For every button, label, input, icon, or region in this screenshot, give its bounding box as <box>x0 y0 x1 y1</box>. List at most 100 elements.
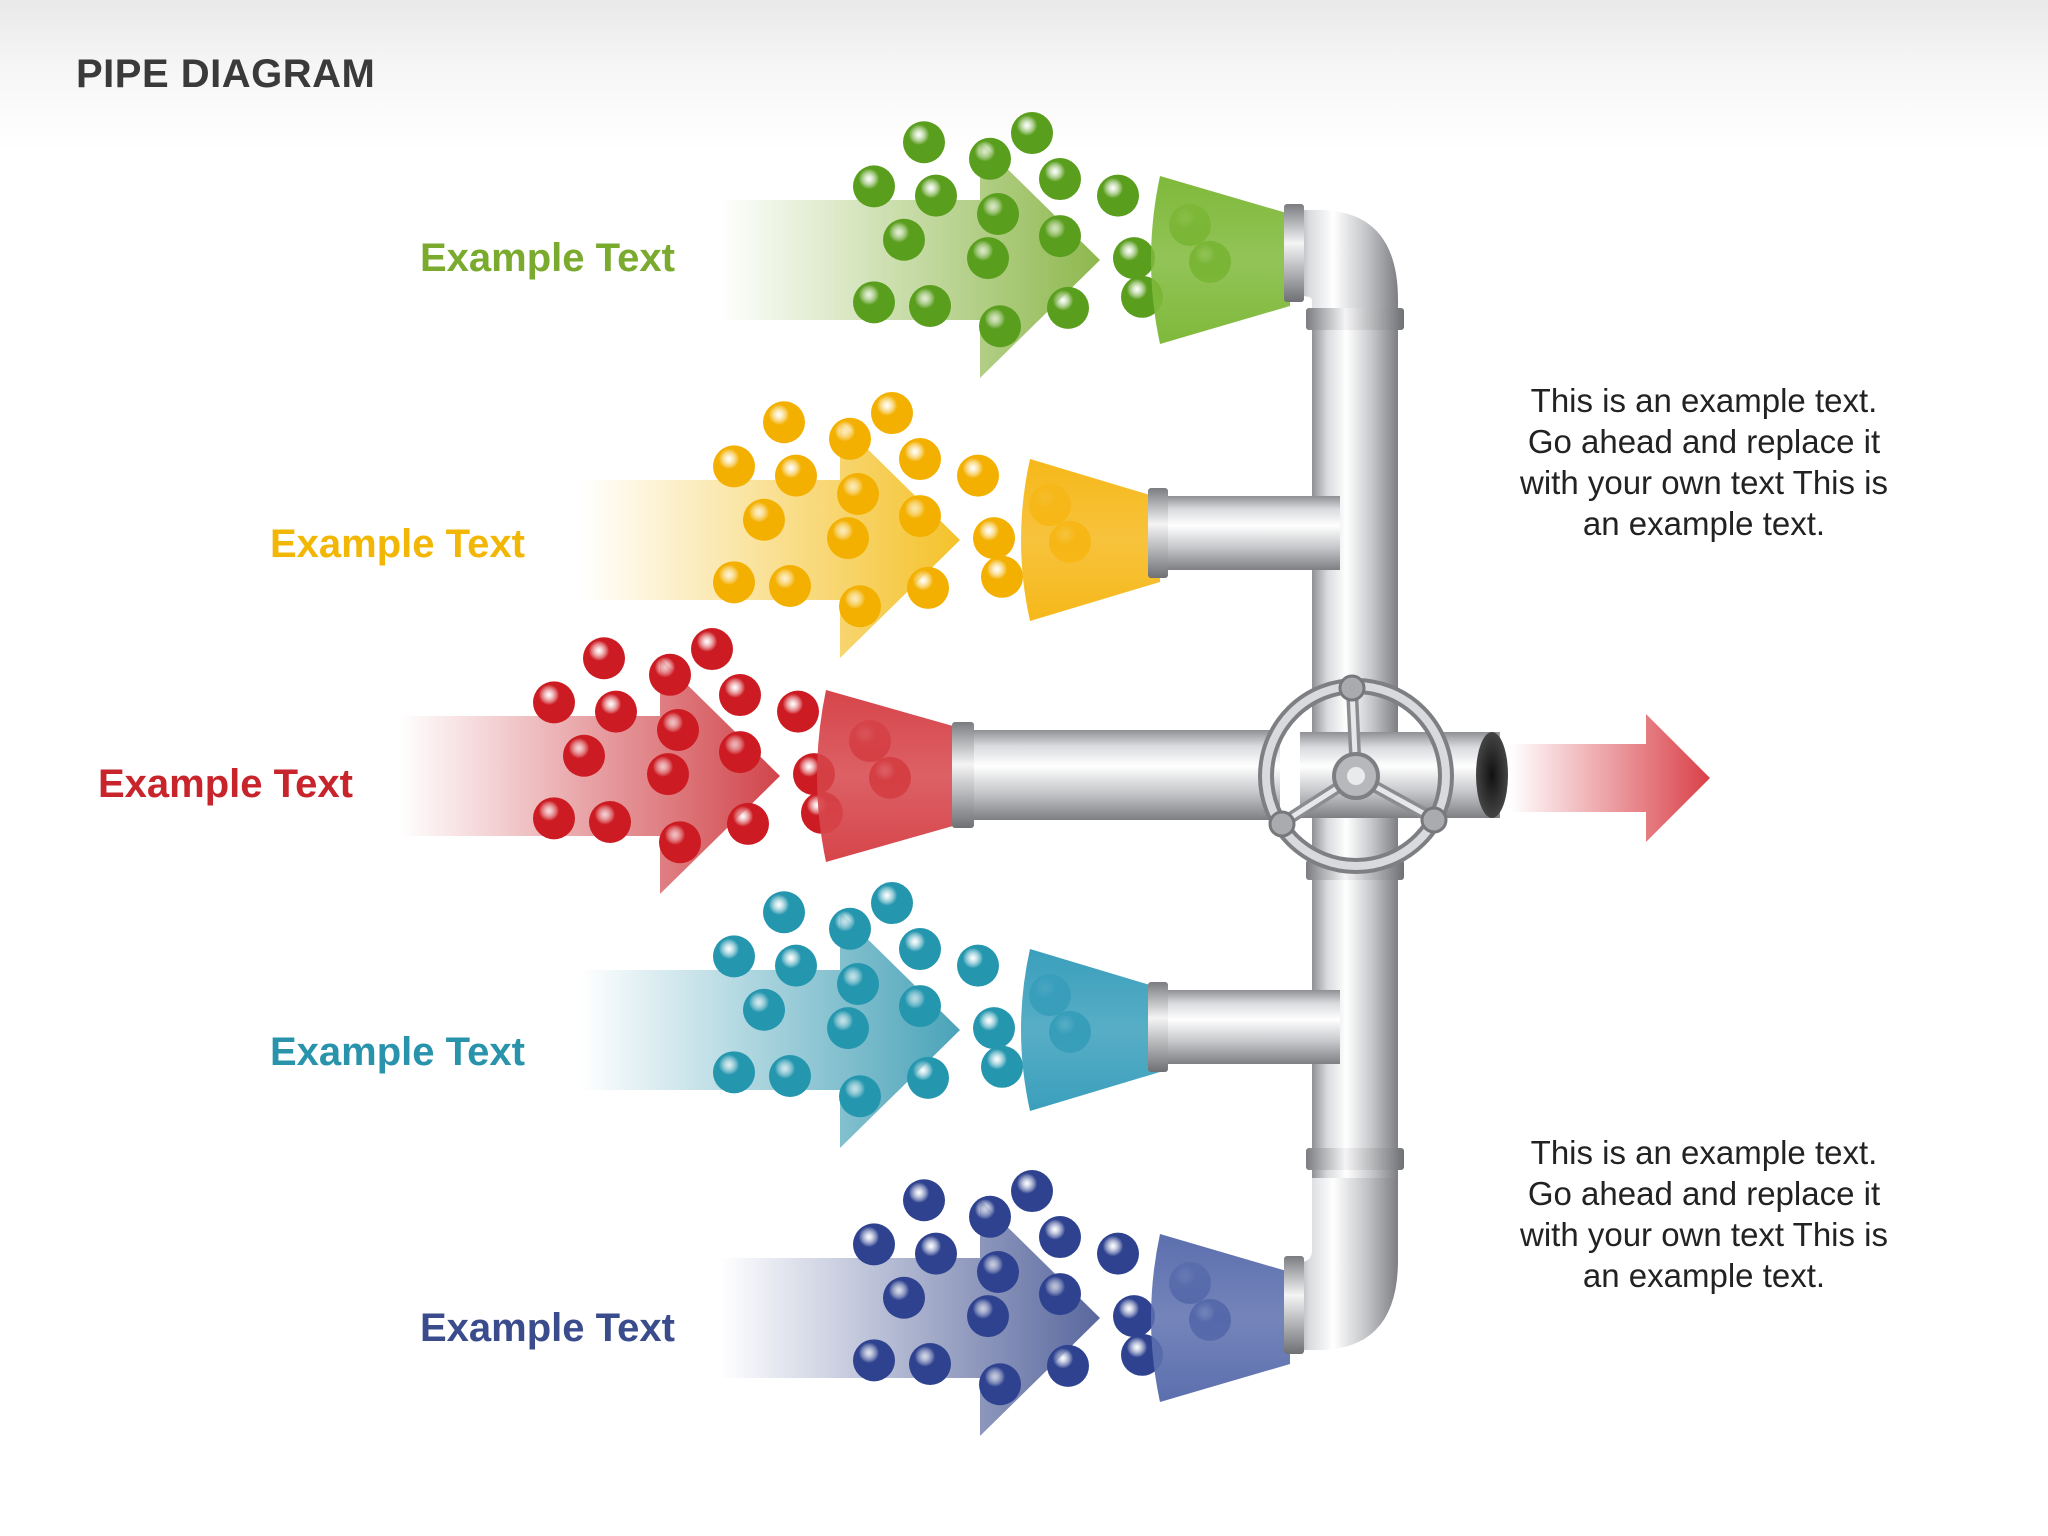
particle-ball <box>909 1343 951 1385</box>
particle-ball <box>899 928 941 971</box>
particle-ball <box>1011 112 1053 155</box>
outlet-opening <box>1476 732 1508 818</box>
funnel-blue <box>1151 1234 1290 1402</box>
particle-ball <box>719 674 761 717</box>
valve-wheel-icon <box>1258 674 1454 874</box>
particle-ball <box>871 882 913 925</box>
particle-ball <box>1039 1273 1081 1316</box>
particle-ball <box>1039 215 1081 258</box>
particle-ball <box>533 681 575 724</box>
note-line: an example text. <box>1582 505 1826 542</box>
stream-label-yellow: Example Text <box>270 522 525 566</box>
particle-ball <box>915 174 957 217</box>
note-line: an example text. <box>1582 1257 1826 1294</box>
particle-ball <box>973 517 1015 560</box>
particle-ball <box>1011 1170 1053 1213</box>
pipe-joint <box>1284 204 1304 302</box>
particle-ball <box>899 985 941 1028</box>
stream-teal <box>580 882 1160 1148</box>
particle-ball <box>775 454 817 497</box>
top-elbow-pipe <box>1290 210 1398 312</box>
particle-ball <box>839 1075 881 1118</box>
particle-ball <box>829 907 871 950</box>
particle-ball <box>533 797 575 840</box>
stream-yellow <box>580 392 1160 658</box>
particle-ball <box>883 1276 925 1319</box>
particle-ball <box>967 237 1009 280</box>
particle-ball <box>981 555 1023 598</box>
particle-ball <box>829 417 871 460</box>
particle-ball <box>957 454 999 497</box>
particle-ball <box>1113 237 1155 280</box>
particle-ball <box>969 137 1011 180</box>
particle-ball <box>853 1339 895 1382</box>
note-line: with your own text This is <box>1519 1216 1889 1253</box>
particle-ball <box>769 1055 811 1097</box>
particle-ball <box>827 517 869 560</box>
particle-ball <box>763 401 805 444</box>
stream-label-red: Example Text <box>98 762 353 806</box>
output-arrow-icon <box>1510 714 1710 842</box>
particle-ball <box>957 944 999 987</box>
particle-ball <box>713 561 755 604</box>
particle-ball <box>743 988 785 1031</box>
particle-ball <box>979 305 1021 348</box>
particle-ball <box>899 438 941 481</box>
pipe-joint <box>1306 308 1404 330</box>
particle-ball <box>909 285 951 327</box>
main-horizontal-pipe <box>960 730 1280 820</box>
pipe-joint <box>952 722 974 828</box>
particle-ball <box>967 1295 1009 1338</box>
stream-green <box>720 112 1290 378</box>
particle-ball <box>583 637 625 680</box>
particle-ball <box>595 690 637 733</box>
branch-pipe-yellow <box>1160 496 1340 570</box>
particle-ball <box>853 281 895 324</box>
pipe-joint <box>1148 488 1168 578</box>
particle-ball <box>713 935 755 978</box>
particle-ball <box>907 566 949 609</box>
pipe-structure <box>952 204 1710 1354</box>
stream-label-green: Example Text <box>420 236 675 280</box>
particle-ball <box>743 498 785 541</box>
particle-ball <box>589 801 631 843</box>
particle-ball <box>713 445 755 488</box>
particle-ball <box>1113 1295 1155 1338</box>
particle-ball <box>903 121 945 164</box>
particle-ball <box>563 734 605 777</box>
particle-ball <box>649 653 691 696</box>
particle-ball <box>969 1195 1011 1238</box>
particle-ball <box>659 821 701 864</box>
note-line: Go ahead and replace it <box>1527 423 1881 460</box>
particle-ball <box>973 1007 1015 1050</box>
branch-pipe-teal <box>1160 990 1340 1064</box>
particle-ball <box>1097 174 1139 217</box>
particle-ball <box>1039 1216 1081 1259</box>
particle-ball <box>1047 286 1089 329</box>
particle-ball <box>775 944 817 987</box>
particle-ball <box>979 1363 1021 1406</box>
stream-label-teal: Example Text <box>270 1030 525 1074</box>
funnel-red <box>817 690 960 862</box>
particle-ball <box>907 1056 949 1099</box>
particle-ball <box>977 193 1019 235</box>
particle-ball <box>839 585 881 628</box>
particle-ball <box>1097 1232 1139 1275</box>
note-top: This is an example text. Go ahead and re… <box>1494 380 1914 544</box>
pipe-joint <box>1284 1256 1304 1354</box>
particle-ball <box>691 628 733 671</box>
particle-ball <box>837 473 879 515</box>
particle-ball <box>769 565 811 607</box>
particle-ball <box>853 1223 895 1266</box>
particle-ball <box>657 709 699 751</box>
stream-blue <box>720 1170 1290 1436</box>
stream-red <box>400 628 960 894</box>
particle-ball <box>899 495 941 538</box>
particle-ball <box>713 1051 755 1094</box>
particle-ball <box>727 802 769 845</box>
particle-ball <box>1039 158 1081 201</box>
funnel-green <box>1151 176 1290 344</box>
note-line: This is an example text. <box>1530 382 1878 419</box>
particle-ball <box>871 392 913 435</box>
particle-ball <box>903 1179 945 1222</box>
